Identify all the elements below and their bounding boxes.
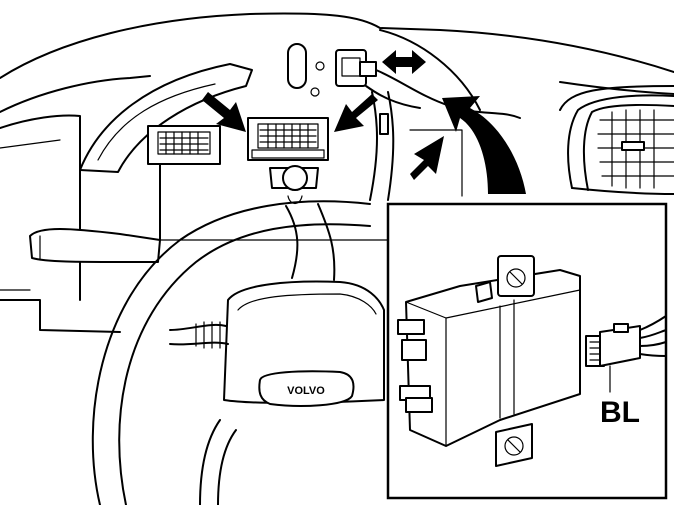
- pointer-arrows: [202, 92, 444, 180]
- bl-connector: [585, 315, 667, 393]
- callout-label: BL: [600, 396, 640, 429]
- defroster-slot: [287, 43, 325, 97]
- turn-signal-stalk: [29, 228, 161, 263]
- steering-wheel: VOLVO: [91, 200, 385, 505]
- wiring: [369, 91, 395, 201]
- dashboard-outline: [0, 12, 674, 333]
- curved-arrow: [409, 96, 526, 197]
- column-boot: [195, 321, 221, 349]
- center-module: [247, 117, 329, 161]
- left-module: [147, 125, 221, 241]
- ignition-knob: [269, 165, 319, 205]
- double-arrow: [382, 50, 426, 74]
- wheel-badge: VOLVO: [287, 385, 325, 397]
- air-vent: [559, 85, 674, 195]
- detail-inset: BL: [386, 202, 668, 500]
- top-connector: [335, 49, 521, 119]
- control-module: [397, 255, 581, 467]
